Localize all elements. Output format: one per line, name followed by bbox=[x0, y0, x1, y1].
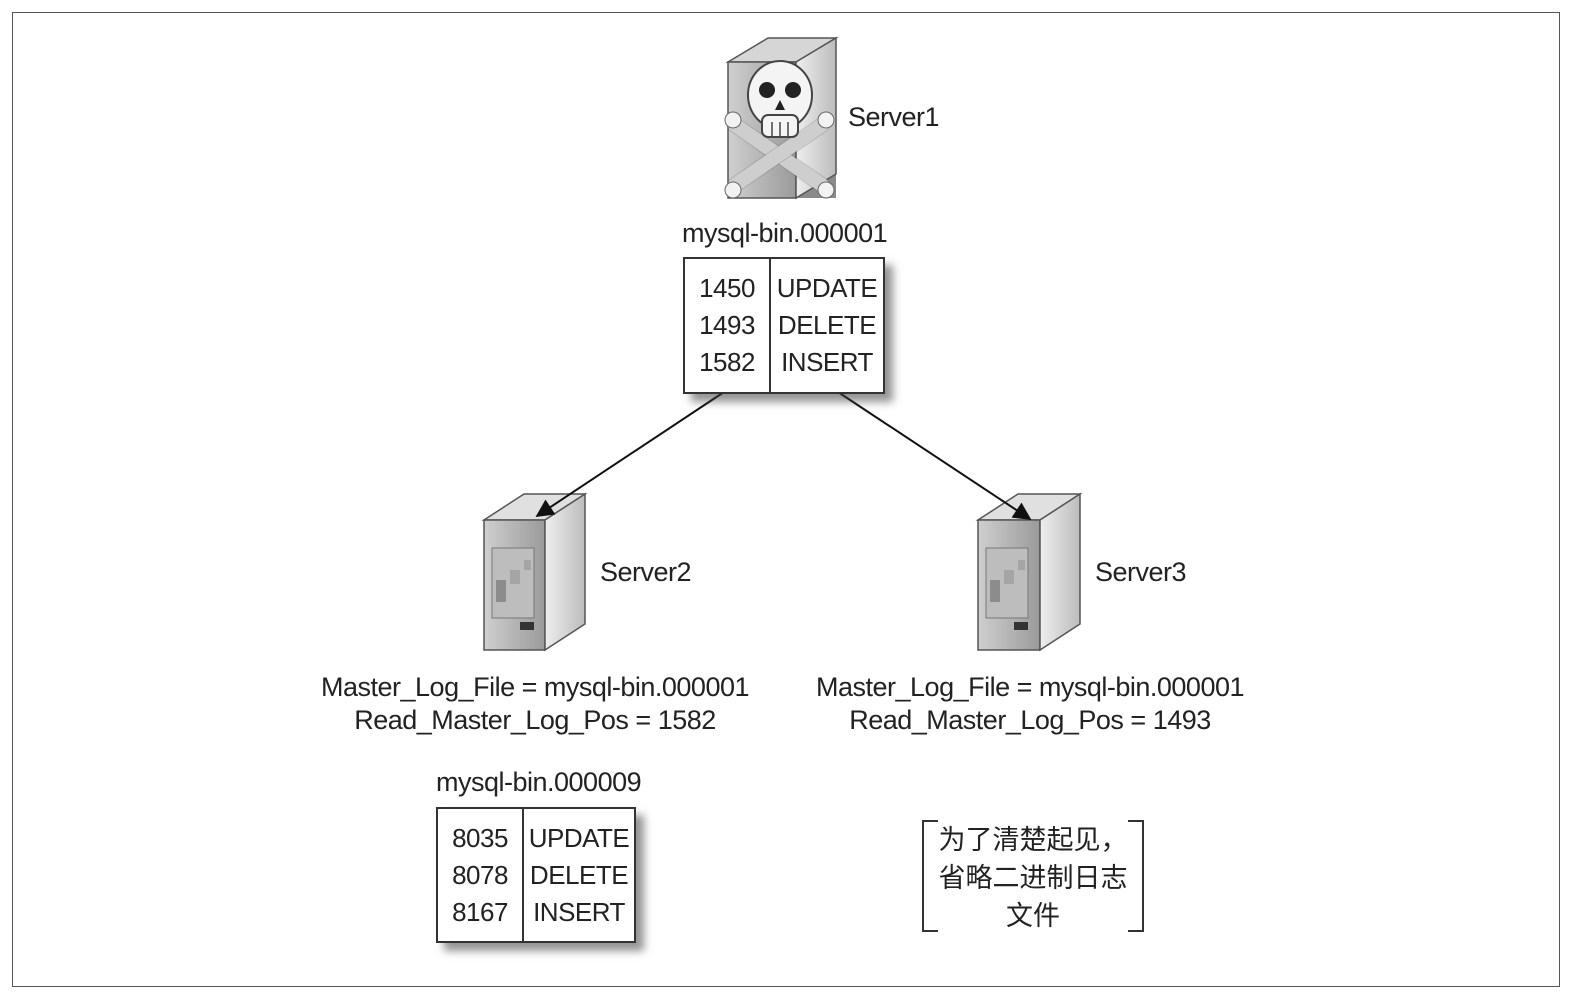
binlog-event: UPDATE bbox=[528, 822, 630, 853]
server1-binlog-filename: mysql-bin.000001 bbox=[682, 218, 888, 248]
binlog-event: UPDATE bbox=[776, 273, 878, 303]
server2-read-master-log-pos: Read_Master_Log_Pos = 1582 bbox=[354, 705, 716, 735]
binlog-events-column: UPDATE DELETE INSERT bbox=[524, 809, 634, 941]
note-line: 文件 bbox=[1006, 901, 1060, 932]
server3-label: Server3 bbox=[1095, 557, 1187, 587]
server2-binlog-table: 8035 8078 8167 UPDATE DELETE INSERT bbox=[436, 807, 636, 943]
skull-icon bbox=[747, 60, 813, 138]
server3-read-master-log-pos: Read_Master_Log_Pos = 1493 bbox=[849, 705, 1211, 735]
arrow-to-server3 bbox=[837, 391, 1032, 520]
binlog-position: 1582 bbox=[699, 347, 755, 377]
server1-binlog-table: 1450 1493 1582 UPDATE DELETE INSERT bbox=[683, 257, 885, 394]
binlog-position: 1450 bbox=[699, 273, 755, 303]
crossbones-icon bbox=[724, 111, 835, 199]
binlog-position: 8078 bbox=[452, 859, 508, 890]
omitted-binlog-note: 为了清楚起见， 省略二进制日志 文件 bbox=[922, 822, 1144, 936]
arrow-to-server2 bbox=[535, 391, 725, 517]
binlog-position: 8035 bbox=[452, 822, 508, 853]
server2-master-log-file: Master_Log_File = mysql-bin.000001 bbox=[321, 672, 750, 702]
server2-label: Server2 bbox=[600, 557, 692, 587]
binlog-event: INSERT bbox=[781, 347, 873, 377]
note-bracket-left bbox=[922, 820, 938, 932]
figure-frame bbox=[12, 12, 1560, 987]
note-bracket-right bbox=[1128, 820, 1144, 932]
binlog-positions-column: 1450 1493 1582 bbox=[685, 259, 771, 392]
server1-label: Server1 bbox=[848, 102, 940, 132]
binlog-position: 8167 bbox=[452, 896, 508, 927]
binlog-position: 1493 bbox=[699, 310, 755, 340]
server3-master-log-file: Master_Log_File = mysql-bin.000001 bbox=[816, 672, 1245, 702]
binlog-events-column: UPDATE DELETE INSERT bbox=[771, 259, 883, 392]
server2-icon bbox=[481, 492, 588, 652]
server2-binlog-filename: mysql-bin.000009 bbox=[436, 767, 642, 797]
server1-dead-icon bbox=[724, 36, 839, 200]
binlog-positions-column: 8035 8078 8167 bbox=[438, 809, 524, 941]
binlog-event: INSERT bbox=[533, 896, 625, 927]
note-line: 为了清楚起见， bbox=[938, 825, 1128, 856]
binlog-event: DELETE bbox=[529, 859, 629, 890]
binlog-event: DELETE bbox=[777, 310, 877, 340]
note-line: 省略二进制日志 bbox=[938, 863, 1128, 894]
